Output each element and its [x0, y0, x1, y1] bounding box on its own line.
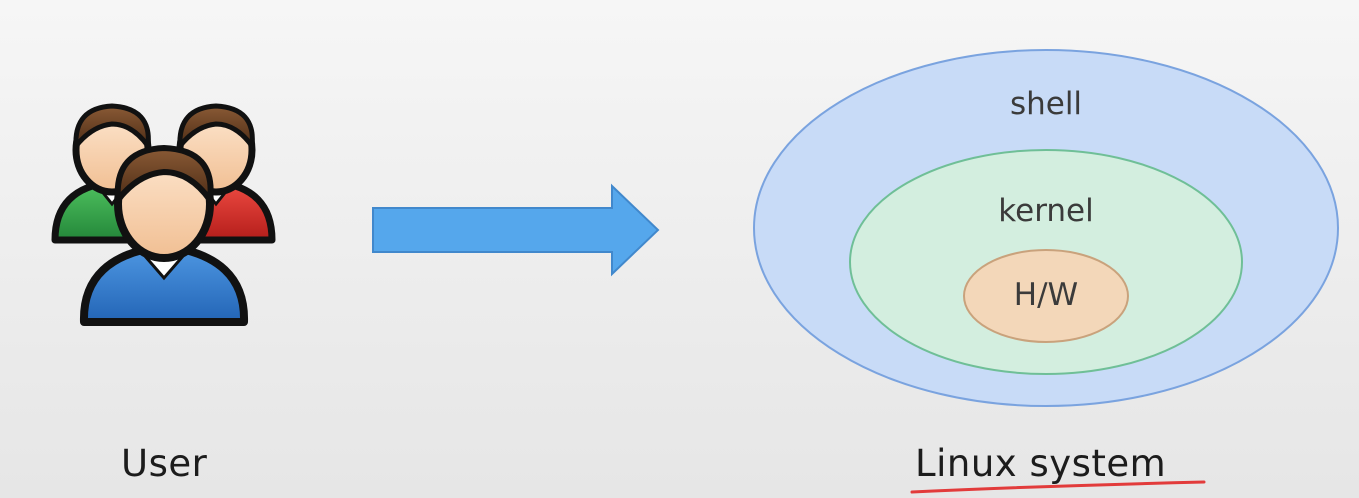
hw-label: H/W [1013, 277, 1079, 313]
kernel-label: kernel [998, 193, 1094, 229]
user-caption: User [121, 442, 208, 485]
shell-label: shell [1009, 86, 1083, 122]
arrow-right-icon [372, 183, 660, 277]
linux-system-caption: Linux system [915, 442, 1167, 485]
red-underline [910, 480, 1206, 494]
users-group-icon [51, 103, 276, 326]
user-blue-icon [79, 145, 249, 326]
hw-layer [963, 249, 1129, 343]
